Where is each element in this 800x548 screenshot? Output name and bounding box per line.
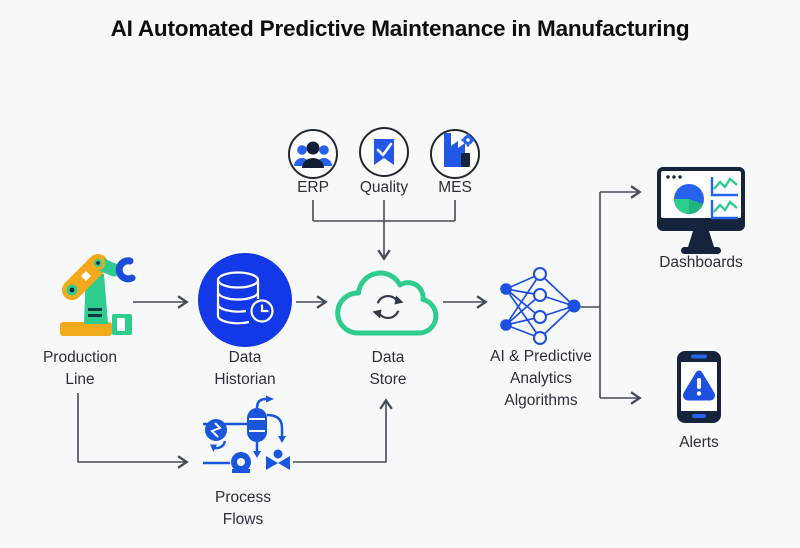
piping-diagram-icon (203, 395, 290, 473)
mes-label: MES (438, 179, 472, 196)
bookmark-check-icon (359, 127, 409, 177)
page-title: AI Automated Predictive Maintenance in M… (110, 16, 690, 41)
erp-label: ERP (297, 179, 329, 196)
process-flows-label: Process Flows (215, 489, 271, 528)
data-historian-label: Data Historian (214, 349, 276, 388)
factory-gear-icon (430, 129, 480, 179)
alerts-label: Alerts (679, 434, 719, 451)
people-group-icon (288, 129, 338, 179)
connectors (77, 185, 642, 469)
data-store-label: Data Store (369, 349, 407, 388)
monitor-charts-icon (657, 167, 745, 254)
neural-network-icon (500, 267, 581, 345)
dashboards-label: Dashboards (659, 254, 743, 271)
quality-label: Quality (359, 179, 409, 196)
production-line-label: Production Line (42, 349, 118, 388)
phone-alert-icon (677, 351, 721, 423)
ai-analytics-label: AI & Predictive Analytics Algorithms (490, 348, 592, 409)
database-clock-icon (198, 253, 292, 347)
cloud-sync-icon (335, 270, 439, 336)
robot-arm-icon (60, 254, 136, 336)
